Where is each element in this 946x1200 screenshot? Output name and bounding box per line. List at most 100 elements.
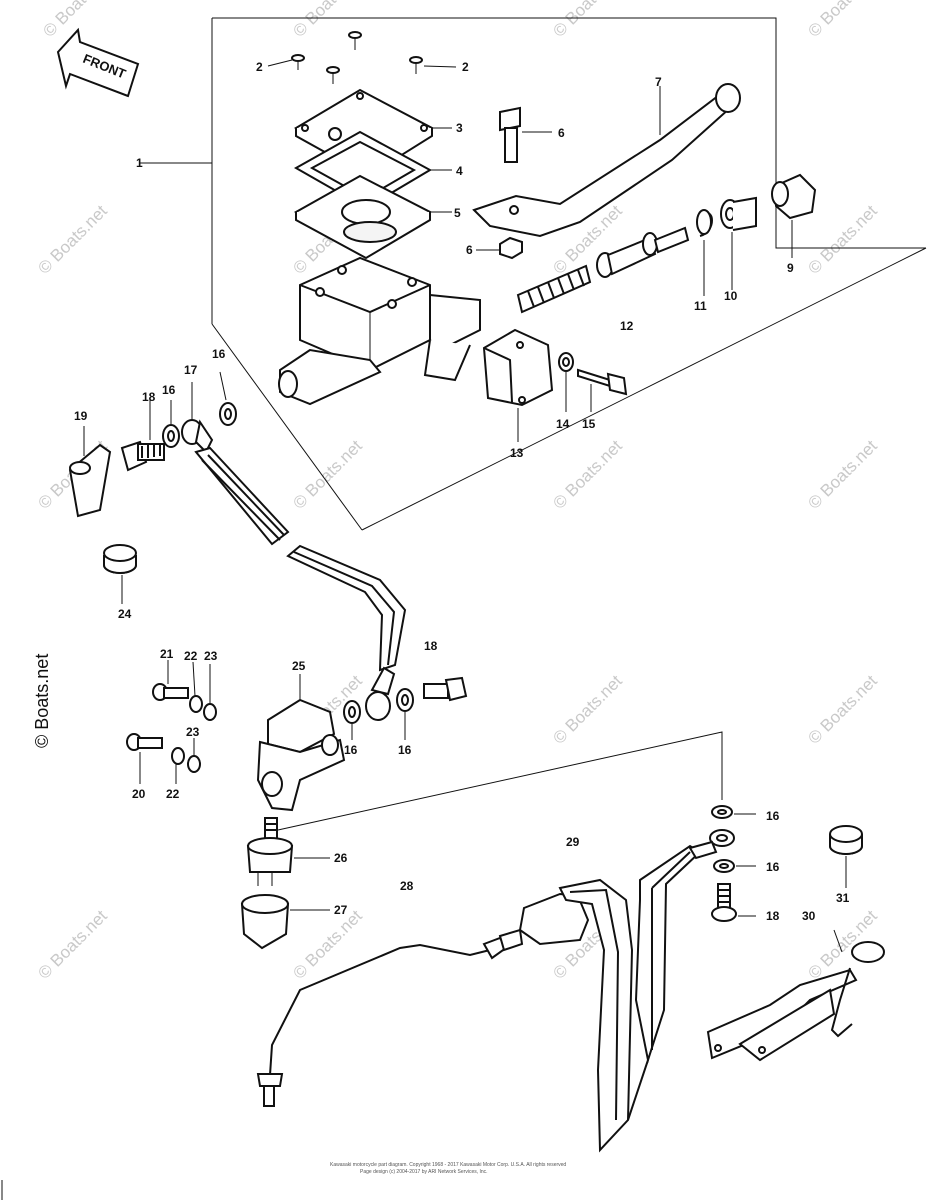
rear-banjo-fitting bbox=[688, 829, 735, 860]
callout-30: 30 bbox=[802, 909, 816, 923]
piston bbox=[596, 226, 690, 278]
assembly-frame bbox=[140, 17, 927, 531]
switch-washer bbox=[187, 738, 201, 773]
rear-banjo-washer bbox=[713, 859, 756, 873]
callout-16: 16 bbox=[344, 743, 358, 757]
callout-16: 16 bbox=[398, 743, 412, 757]
callout-31: 31 bbox=[836, 891, 850, 905]
copyright-line: Kawasaki motorcycle part diagram. Copyri… bbox=[330, 1162, 566, 1168]
callout-16: 16 bbox=[162, 383, 176, 397]
callout-22: 22 bbox=[184, 649, 198, 663]
callout-24: 24 bbox=[118, 607, 132, 621]
callout-6: 6 bbox=[466, 243, 473, 257]
front-arrow: FRONT bbox=[56, 27, 140, 98]
callout-28: 28 bbox=[400, 879, 414, 893]
screw bbox=[348, 31, 362, 50]
callout-6: 6 bbox=[558, 126, 565, 140]
callout-5: 5 bbox=[454, 206, 461, 220]
switch-bolt bbox=[126, 733, 163, 784]
watermark: © Boats.net bbox=[34, 906, 111, 983]
cover-screws bbox=[267, 31, 457, 84]
switch-bolt bbox=[152, 660, 189, 701]
lower-banjo-bolt bbox=[423, 676, 468, 702]
upper-banjo-fitting bbox=[181, 382, 214, 454]
watermark: © Boats.net bbox=[549, 0, 626, 41]
callout-1: 1 bbox=[136, 156, 143, 170]
watermark: © Boats.net bbox=[804, 671, 881, 748]
callout-17: 17 bbox=[184, 363, 198, 377]
hose-bracket bbox=[706, 929, 885, 1062]
banjo-cap bbox=[68, 426, 112, 518]
upper-washer-loose bbox=[219, 371, 237, 426]
piston-washer bbox=[720, 196, 757, 290]
grommet bbox=[103, 544, 137, 604]
callout-4: 4 bbox=[456, 164, 463, 178]
reference-lines bbox=[277, 731, 723, 831]
handlebar-clamp bbox=[482, 328, 554, 442]
upper-brake-hose bbox=[194, 446, 407, 672]
callout-21: 21 bbox=[160, 647, 174, 661]
callout-13: 13 bbox=[510, 446, 524, 460]
callout-25: 25 bbox=[292, 659, 306, 673]
callout-20: 20 bbox=[132, 787, 146, 801]
switch-cover bbox=[240, 894, 330, 950]
callout-19: 19 bbox=[74, 409, 88, 423]
dust-boot bbox=[771, 173, 817, 258]
watermark: © Boats.net bbox=[289, 436, 366, 513]
piston-spring bbox=[516, 264, 592, 314]
callout-labels: 1 2 2 3 4 5 6 6 7 9 10 11 12 13 14 15 16… bbox=[74, 60, 850, 923]
watermarks: © Boats.net © Boats.net © Boats.net © Bo… bbox=[32, 0, 881, 983]
stop-ring bbox=[696, 209, 713, 296]
callout-18: 18 bbox=[766, 909, 780, 923]
watermark: © Boats.net bbox=[549, 436, 626, 513]
callout-3: 3 bbox=[456, 121, 463, 135]
callout-26: 26 bbox=[334, 851, 348, 865]
lever-pivot-bolt bbox=[499, 106, 552, 163]
upper-banjo-washer bbox=[162, 400, 180, 448]
lower-banjo-washer bbox=[396, 688, 414, 740]
screw bbox=[291, 54, 305, 70]
master-cylinder-body bbox=[278, 256, 481, 406]
callout-23: 23 bbox=[186, 725, 200, 739]
brake-pipe bbox=[256, 928, 524, 1107]
lever-pivot-nut bbox=[476, 236, 523, 260]
watermark: © Boats.net bbox=[804, 0, 881, 41]
copyright-line: Page design (c) 2004-2017 by ARI Network… bbox=[360, 1169, 488, 1175]
side-watermark: © Boats.net bbox=[32, 654, 52, 748]
callout-16: 16 bbox=[212, 347, 226, 361]
lower-banjo-washer bbox=[343, 700, 361, 740]
copyright-notice: Kawasaki motorcycle part diagram. Copyri… bbox=[330, 1162, 566, 1175]
callout-16: 16 bbox=[766, 809, 780, 823]
watermark: © Boats.net bbox=[549, 671, 626, 748]
switch-washer bbox=[189, 661, 203, 713]
brake-light-switch bbox=[246, 817, 330, 886]
brake-joint bbox=[256, 674, 346, 812]
watermark: © Boats.net bbox=[804, 436, 881, 513]
callout-9: 9 bbox=[787, 261, 794, 275]
callout-14: 14 bbox=[556, 417, 570, 431]
watermark: © Boats.net bbox=[289, 906, 366, 983]
callout-16: 16 bbox=[766, 860, 780, 874]
callout-18: 18 bbox=[424, 639, 438, 653]
callout-18: 18 bbox=[142, 390, 156, 404]
rear-banjo-washer bbox=[711, 805, 756, 819]
upper-banjo-bolt bbox=[120, 400, 165, 472]
bracket-grommet bbox=[829, 825, 863, 888]
callout-7: 7 bbox=[655, 75, 662, 89]
screw bbox=[326, 66, 340, 84]
callout-2: 2 bbox=[256, 60, 263, 74]
brake-lever bbox=[472, 83, 741, 238]
callout-23: 23 bbox=[204, 649, 218, 663]
clamp-bolt bbox=[577, 368, 628, 412]
lower-banjo-fitting bbox=[365, 666, 396, 721]
rear-banjo-bolt bbox=[711, 883, 756, 922]
screw bbox=[409, 56, 423, 74]
watermark: © Boats.net bbox=[34, 201, 111, 278]
callout-29: 29 bbox=[566, 835, 580, 849]
callout-27: 27 bbox=[334, 903, 348, 917]
switch-washer bbox=[171, 747, 185, 784]
lower-brake-hose bbox=[518, 844, 702, 1153]
diaphragm-plate bbox=[293, 174, 452, 260]
callout-12: 12 bbox=[620, 319, 634, 333]
